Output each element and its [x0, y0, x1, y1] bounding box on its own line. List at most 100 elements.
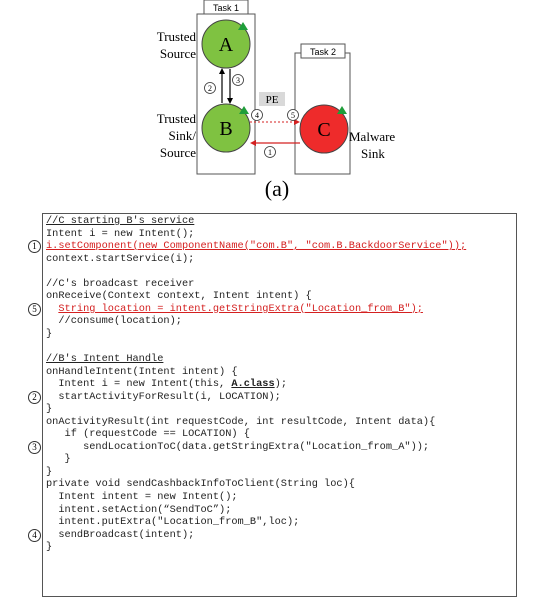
- task2-label: Task 2: [310, 47, 336, 57]
- code-line: //C starting B's service: [46, 215, 516, 228]
- code-segment: }: [46, 465, 53, 478]
- code-segment: Intent i = new Intent();: [46, 227, 195, 240]
- code-line: //C's broadcast receiver: [46, 278, 516, 291]
- code-segment: }: [46, 541, 53, 554]
- code-segment: }: [46, 453, 71, 466]
- code-segment: String location = intent.getStringExtra(…: [58, 302, 423, 315]
- code-line: intent.setAction(“SendToC”);: [46, 504, 516, 517]
- code-line: onActivityResult(int requestCode, int re…: [46, 416, 516, 429]
- code-segment: Intent intent = new Intent();: [46, 491, 238, 504]
- code-segment: private void sendCashbackInfoToClient(St…: [46, 478, 355, 491]
- code-line: //B's Intent Handle: [46, 353, 516, 366]
- edge-marker-cb: [264, 146, 276, 158]
- code-line: }: [46, 541, 516, 554]
- node-c-label: C: [317, 119, 330, 141]
- task1-label: Task 1: [213, 3, 239, 13]
- code-step-marker: 1: [28, 240, 41, 254]
- node-a-caption-1: Trusted: [157, 29, 197, 44]
- code-segment: }: [46, 403, 53, 416]
- code-step-marker: 2: [28, 390, 41, 404]
- node-a-label: A: [219, 34, 234, 56]
- edge-marker-c-in: [287, 109, 299, 121]
- edge-marker-c-in-text: 5: [291, 111, 295, 120]
- code-segment: Intent i = new Intent(this,: [46, 378, 232, 391]
- code-segment: A.class: [231, 378, 275, 391]
- edge-a-to-b-arrowhead: [227, 98, 233, 104]
- edge-marker-cb-text: 1: [268, 148, 272, 157]
- code-line: Intent intent = new Intent();: [46, 491, 516, 504]
- edge-marker-bc: [251, 109, 263, 121]
- code-line: i.setComponent(new ComponentName("com.B"…: [46, 240, 516, 253]
- edge-b-to-c-arrowhead: [294, 119, 300, 125]
- task1-tab: [203, 0, 249, 15]
- figure-caption: (a): [264, 176, 290, 201]
- code-line: }: [46, 403, 516, 416]
- node-a-caption-2: Source: [160, 46, 196, 61]
- code-segment: if (requestCode == LOCATION) {: [46, 428, 250, 441]
- edge-marker-ab: [232, 74, 244, 86]
- code-line: //consume(location);: [46, 315, 516, 328]
- edge-marker-ba: [204, 82, 216, 94]
- node-b-caption-1: Trusted: [157, 111, 197, 126]
- code-line: }: [46, 466, 516, 479]
- node-b-caption-2: Sink/: [169, 128, 197, 143]
- pe-label: PE: [266, 94, 279, 106]
- node-c-caption-1: Malware: [349, 129, 395, 144]
- code-line: Intent i = new Intent();: [46, 228, 516, 241]
- code-segment: sendLocationToC(data.getStringExtra("Loc…: [46, 440, 430, 453]
- code-line: [46, 340, 516, 353]
- code-segment: i.setComponent(new ComponentName("com.B"…: [46, 240, 467, 253]
- code-line: sendBroadcast(intent);: [46, 529, 516, 542]
- code-segment: onHandleIntent(Intent intent) {: [46, 365, 238, 378]
- code-line: intent.putExtra("Location_from_B",loc);: [46, 516, 516, 529]
- code-segment: );: [274, 378, 287, 391]
- node-b: [201, 103, 251, 153]
- node-a: [201, 19, 251, 69]
- edge-marker-bc-text: 4: [255, 111, 259, 120]
- code-step-marker: 4: [28, 528, 41, 542]
- code-segment: }: [46, 327, 53, 340]
- edge-c-to-b-arrowhead: [250, 140, 256, 146]
- node-c-triangle-icon: [337, 106, 347, 114]
- code-line: onReceive(Context context, Intent intent…: [46, 290, 516, 303]
- code-segment: startActivityForResult(i, LOCATION);: [46, 390, 281, 403]
- node-c: [299, 104, 349, 154]
- node-b-caption-3: Source: [160, 145, 196, 160]
- code-line: context.startService(i);: [46, 253, 516, 266]
- code-segment: onReceive(Context context, Intent intent…: [46, 290, 312, 303]
- code-segment: //consume(location);: [46, 315, 182, 328]
- code-step-marker: 3: [28, 440, 41, 454]
- code-step-marker: 5: [28, 302, 41, 316]
- code-segment: //C starting B's service: [46, 215, 195, 227]
- code-line: String location = intent.getStringExtra(…: [46, 303, 516, 316]
- code-line: sendLocationToC(data.getStringExtra("Loc…: [46, 441, 516, 454]
- code-line: }: [46, 328, 516, 341]
- edge-marker-ba-text: 2: [208, 84, 212, 93]
- code-segment: [46, 303, 58, 315]
- code-box: [42, 213, 517, 597]
- code-line: Intent i = new Intent(this, A.class);: [46, 378, 516, 391]
- node-c-caption-2: Sink: [361, 146, 385, 161]
- code-segment: intent.putExtra("Location_from_B",loc);: [46, 516, 300, 529]
- edge-marker-ab-text: 3: [236, 76, 240, 85]
- code-line: if (requestCode == LOCATION) {: [46, 428, 516, 441]
- code-segment: onActivityResult(int requestCode, int re…: [46, 415, 436, 428]
- node-b-triangle-icon: [239, 106, 249, 114]
- edge-b-to-a-arrowhead: [219, 68, 225, 74]
- code-line: onHandleIntent(Intent intent) {: [46, 366, 516, 379]
- code-segment: sendBroadcast(intent);: [46, 528, 195, 541]
- diagram: Task 1 Task 2 A B C 2 3 PE 4 5 1 Trusted…: [157, 0, 395, 175]
- code-line: private void sendCashbackInfoToClient(St…: [46, 478, 516, 491]
- code-line: }: [46, 453, 516, 466]
- task2-tab: [300, 43, 346, 59]
- code-segment: context.startService(i);: [46, 252, 195, 265]
- code-segment: //C's broadcast receiver: [46, 277, 195, 290]
- node-b-label: B: [219, 118, 232, 140]
- code-line: [46, 265, 516, 278]
- code-line: startActivityForResult(i, LOCATION);: [46, 391, 516, 404]
- node-a-triangle-icon: [238, 22, 248, 30]
- code-segment: //B's Intent Handle: [46, 353, 164, 366]
- pe-box: [259, 92, 285, 106]
- code-segment: intent.setAction(“SendToC”);: [46, 503, 232, 516]
